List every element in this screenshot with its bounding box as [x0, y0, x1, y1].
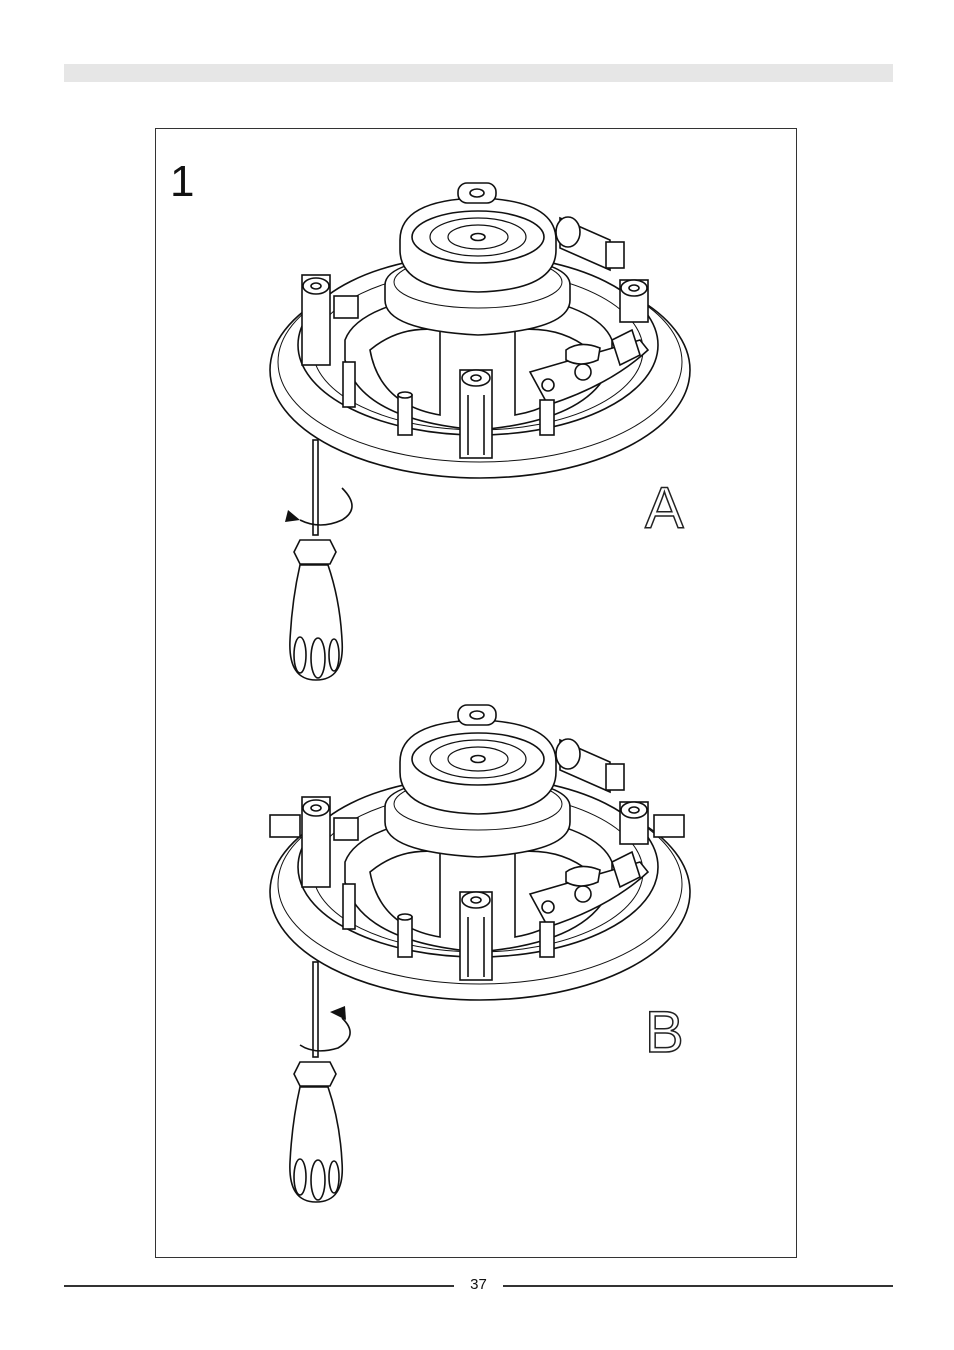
panel-label-b: B — [645, 1004, 684, 1062]
footer-rule-right — [503, 1285, 893, 1287]
speaker-panel-b — [270, 705, 690, 1202]
page-number: 37 — [454, 1276, 503, 1293]
speaker-panel-a — [270, 183, 690, 680]
panel-label-a: A — [645, 480, 684, 538]
footer-rule-left — [64, 1285, 454, 1287]
